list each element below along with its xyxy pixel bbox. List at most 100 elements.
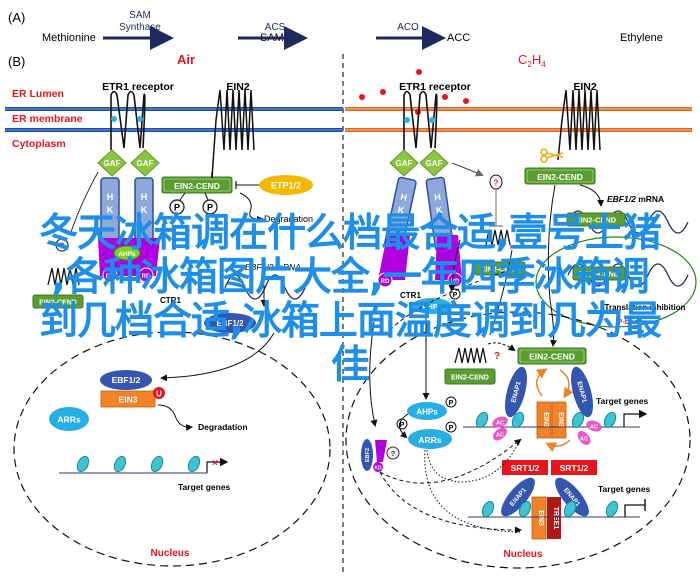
svg-text:H: H — [107, 192, 114, 202]
svg-text:EIN2-CEND: EIN2-CEND — [174, 181, 220, 191]
svg-text:EBF1/2: EBF1/2 — [216, 319, 244, 328]
svg-text:AC: AC — [580, 437, 588, 443]
svg-text:EIN3: EIN3 — [557, 412, 564, 428]
left-ein2-cend-lower: EIN2-CEND — [32, 294, 84, 309]
svg-text:RD: RD — [142, 274, 151, 280]
left-ebf-nuclear: EBF1/2 — [100, 370, 152, 390]
svg-text:GAF: GAF — [426, 159, 443, 168]
svg-text:KD: KD — [374, 466, 382, 472]
svg-text:EIN3: EIN3 — [537, 510, 544, 526]
er-membrane-left — [5, 107, 343, 132]
er-membrane-right — [345, 107, 692, 132]
svg-text:AC: AC — [590, 425, 598, 431]
right-nucleus — [345, 311, 691, 569]
right-ein2-fragment — [485, 229, 511, 246]
left-etr1-transmembrane — [110, 90, 146, 150]
right-ein2-nuclear-fragment — [454, 347, 487, 364]
left-ein2-fragment — [47, 267, 80, 286]
left-nucleus-label: Nucleus — [151, 548, 190, 559]
right-copper-site — [429, 117, 435, 123]
right-ein2-cend-on-mrna: EIN2-CEND — [566, 212, 626, 227]
svg-text:H: H — [434, 192, 442, 203]
right-ahps-nuclear: AHPs — [407, 402, 447, 420]
scissors-icon — [540, 148, 564, 163]
right-arrs-nuclear: ARRs — [408, 429, 452, 449]
compound-acc: ACC — [447, 32, 470, 44]
enzyme-sam-synthase-line2: Synthase — [119, 22, 161, 33]
left-copper-site — [137, 116, 143, 122]
right-etr1-transmembrane — [403, 90, 438, 150]
svg-text:P: P — [449, 425, 454, 432]
left-etr1-label: ETR1 receptor — [102, 81, 174, 93]
condition-ethylene: C2H4 — [518, 52, 546, 69]
svg-text:RD: RD — [381, 279, 390, 285]
svg-text:GAF: GAF — [137, 159, 154, 168]
svg-text:EIN2-CEND: EIN2-CEND — [579, 270, 620, 279]
svg-text:H: H — [141, 192, 148, 202]
left-ein2-label: EIN2 — [226, 81, 250, 93]
left-ein2-transmembrane — [211, 89, 255, 179]
right-etr1-label: ETR1 receptor — [399, 81, 471, 93]
right-ein2-cend-pbody: EIN2-CEND — [572, 266, 626, 281]
arrs-phospho — [445, 421, 457, 433]
svg-text:K: K — [435, 205, 443, 216]
enzyme-acs: ACS — [265, 22, 286, 33]
right-ctr1-kinase — [378, 235, 410, 280]
right-unknown-import: ? — [494, 351, 500, 362]
svg-text:EIN3: EIN3 — [119, 395, 138, 405]
left-rd-domain — [102, 267, 118, 283]
ubiquitin-badge: U — [153, 387, 165, 399]
left-etp1-2: ETP1/2 — [259, 175, 313, 195]
ein3-tree1-complex: EIN3 TREE1 — [531, 496, 561, 540]
left-ctr1-label: CTR1 — [160, 296, 181, 305]
svg-text:EIN3: EIN3 — [542, 412, 549, 428]
svg-text:K: K — [107, 205, 114, 215]
p-body-region — [535, 236, 697, 328]
svg-text:P: P — [400, 422, 405, 429]
right-ctr1-label: CTR1 — [400, 291, 421, 300]
p-body-label: P-body — [617, 317, 643, 326]
compound-methionine: Methionine — [42, 32, 96, 44]
svg-text:SRT1/2: SRT1/2 — [511, 463, 540, 473]
right-gaf-domain: GAF — [419, 149, 449, 177]
right-ein2-transmembrane — [557, 89, 601, 161]
right-nucleus-label: Nucleus — [504, 549, 543, 560]
panel-a-label: (A) — [8, 10, 25, 25]
left-ebf-cyto: EBF1/2 — [204, 313, 256, 333]
svg-text:AHPs: AHPs — [118, 251, 136, 258]
svg-text:SRT1/2: SRT1/2 — [560, 463, 589, 473]
left-phospho: P — [169, 192, 186, 215]
right-ein2-cend-nuclear-left: EIN2-CEND — [444, 368, 496, 385]
right-chromatin-bottom — [468, 499, 646, 518]
svg-text:K: K — [141, 205, 148, 215]
right-ebf-mrna: EBF1/2 mRNA — [607, 194, 664, 204]
label-cytoplasm: Cytoplasm — [12, 138, 66, 150]
left-unknown-factor — [55, 238, 69, 252]
svg-text:AHPs: AHPs — [416, 408, 438, 417]
svg-text:GAF: GAF — [104, 159, 121, 168]
left-gaf-domain: GAF — [97, 149, 127, 177]
compound-ethylene: Ethylene — [620, 32, 663, 44]
ein3-dimer-top: EIN3 EIN3 — [536, 401, 567, 439]
svg-text:TREE1: TREE1 — [552, 507, 559, 530]
svg-text:?: ? — [60, 242, 65, 251]
enap1-right: ENAP1 — [571, 366, 593, 418]
enap1-left: ENAP1 — [505, 366, 527, 418]
left-degradation-nuclear: Degradation — [198, 422, 248, 432]
svg-text:P: P — [449, 400, 454, 407]
svg-text:RD: RD — [451, 279, 460, 285]
condition-air: Air — [177, 52, 195, 67]
svg-text:U: U — [156, 390, 162, 399]
right-unknown-factor — [489, 174, 503, 190]
svg-text:EBF1/2: EBF1/2 — [112, 375, 141, 385]
left-gaf-domain: GAF — [130, 149, 160, 177]
right-copper-site — [404, 117, 410, 123]
right-ahps-cyto: AHPs — [412, 298, 452, 314]
right-target-genes-activated: Target genes — [596, 396, 649, 406]
right-unknown-nuclear — [386, 446, 400, 460]
svg-text:ETP1/2: ETP1/2 — [271, 181, 301, 191]
svg-text:H: H — [400, 192, 408, 203]
left-arrs: ARRs — [49, 407, 89, 431]
svg-text:P: P — [174, 203, 180, 213]
